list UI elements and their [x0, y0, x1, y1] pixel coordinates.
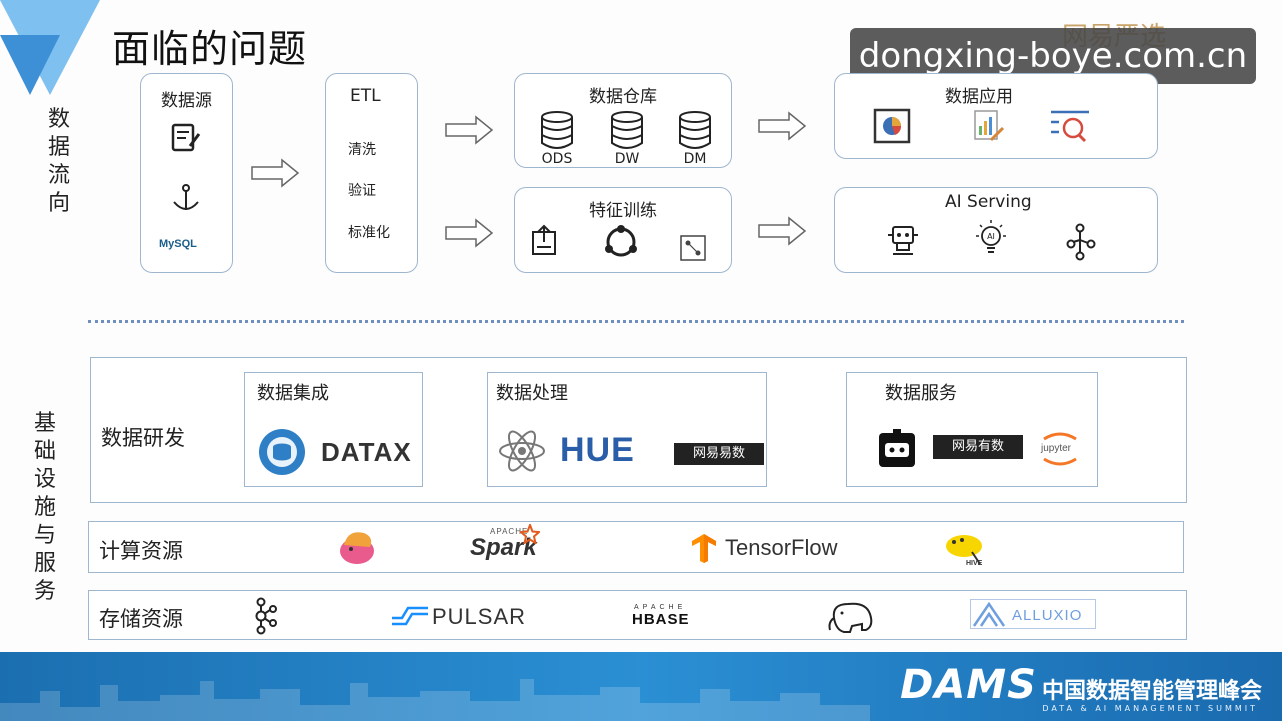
dashboard-chart-icon [873, 108, 911, 144]
corner-logo [0, 0, 100, 95]
netease-youshu-logo: 网易有数 [933, 435, 1023, 459]
row-label: 计算资源 [99, 539, 183, 563]
hive-label: HIVE [966, 560, 983, 567]
compute-row: 计算资源 [88, 521, 1184, 573]
alluxio-icon [972, 602, 1006, 627]
flink-squirrel-icon [340, 532, 374, 564]
hue-logo: HUE [560, 431, 635, 469]
side-label-flow: 数 据 流 向 [44, 106, 74, 218]
footer-banner [0, 652, 1282, 721]
training-box: 特征训练 [514, 187, 732, 273]
hbase-logo: HBASE [632, 611, 690, 628]
datax-logo: DATAX [321, 437, 412, 467]
flow-arrow [445, 115, 494, 145]
hbase-apache-label: APACHE [634, 604, 687, 611]
scatter-frame-icon [680, 235, 706, 261]
ai-bulb-icon: AI [976, 220, 1006, 253]
kafka-icon [255, 597, 277, 635]
alluxio-logo: ALLUXIO [1012, 607, 1083, 624]
side-char: 务 [33, 579, 56, 604]
database-icon [679, 111, 711, 149]
flow-arrow [758, 216, 807, 246]
training-title: 特征训练 [589, 201, 657, 221]
dams-brand: DAMS 中国数据智能管理峰会 [900, 662, 1262, 708]
dams-logo: DAMS [900, 662, 1037, 708]
side-char: 础 [33, 439, 56, 464]
side-char: 与 [33, 523, 56, 548]
storage-row: 存储资源 [88, 590, 1187, 640]
hive-bee-icon [946, 535, 982, 565]
svg-text:AI: AI [987, 232, 995, 241]
search-list-icon [1051, 110, 1089, 143]
side-char: 数 [47, 107, 70, 132]
warehouse-layer: DM [683, 151, 707, 167]
processing-box: 数据处理 HUE 网易易数 [487, 372, 767, 487]
side-char: 基 [33, 411, 56, 436]
application-title: 数据应用 [945, 87, 1013, 107]
warehouse-box: 数据仓库 ODS DW DM [514, 73, 732, 168]
etl-step: 验证 [348, 183, 376, 199]
alluxio-logo-frame [970, 599, 1096, 629]
side-char: 流 [47, 163, 70, 188]
page-title: 面临的问题 [112, 27, 308, 71]
database-icon [611, 111, 643, 149]
tensorflow-icon [692, 534, 716, 563]
netease-yishu-logo: 网易易数 [674, 443, 764, 465]
side-char: 向 [47, 191, 70, 216]
graph-nodes-icon [1066, 223, 1096, 261]
database-icon [541, 111, 573, 149]
side-label-infra: 基 础 设 施 与 服 务 [30, 410, 60, 606]
hadoop-elephant-icon [828, 602, 873, 633]
summit-name: 中国数据智能管理峰会 [1041, 679, 1262, 704]
warehouse-title: 数据仓库 [589, 87, 657, 107]
jupyter-logo-icon [1043, 432, 1077, 466]
spark-apache-label: APACHE [490, 527, 529, 536]
anchor-icon [173, 184, 199, 210]
integration-box: 数据集成 DATAX [244, 372, 423, 487]
pulsar-icon [392, 606, 428, 626]
ai-serving-title: AI Serving [945, 192, 1032, 212]
robot-face-icon [879, 429, 915, 467]
flow-arrow [445, 218, 494, 248]
etl-title: ETL [350, 86, 381, 106]
upload-document-icon [532, 224, 556, 255]
services-title: 数据服务 [885, 383, 957, 404]
etl-box: ETL 清洗 验证 标准化 [325, 73, 418, 273]
datax-logo-icon [259, 429, 305, 475]
data-source-box: 数据源 MySQL [140, 73, 233, 273]
warehouse-layer: DW [614, 151, 640, 167]
section-divider [88, 320, 1184, 323]
jupyter-logo: jupyter [1041, 443, 1072, 454]
pulsar-logo: PULSAR [432, 604, 527, 629]
cycle-nodes-icon [605, 225, 637, 257]
atom-icon [499, 430, 545, 472]
data-source-title: 数据源 [161, 91, 212, 111]
warehouse-layer: ODS [541, 151, 573, 167]
summit-name-en: DATA & AI MANAGEMENT SUMMIT [1042, 704, 1258, 713]
application-box: 数据应用 [834, 73, 1158, 159]
ai-serving-box: AI Serving AI [834, 187, 1158, 273]
side-char: 施 [33, 495, 56, 520]
services-box: 数据服务 网易有数 jupyter [846, 372, 1098, 487]
etl-step: 清洗 [348, 142, 376, 158]
processing-title: 数据处理 [496, 383, 568, 404]
etl-step: 标准化 [348, 225, 390, 241]
row-label: 存储资源 [99, 607, 183, 631]
tensorflow-logo: TensorFlow [725, 535, 838, 560]
integration-title: 数据集成 [257, 383, 329, 404]
spark-star-icon [520, 524, 540, 544]
notepad-icon [171, 123, 201, 152]
side-char: 服 [33, 551, 56, 576]
flow-arrow [251, 158, 300, 188]
report-edit-icon [974, 110, 1005, 142]
side-char: 据 [47, 135, 70, 160]
robot-icon [888, 226, 918, 255]
mysql-logo: MySQL [159, 238, 197, 250]
side-char: 设 [33, 467, 56, 492]
flow-arrow [758, 111, 807, 141]
city-skyline [0, 679, 870, 721]
row-label: 数据研发 [101, 426, 185, 450]
